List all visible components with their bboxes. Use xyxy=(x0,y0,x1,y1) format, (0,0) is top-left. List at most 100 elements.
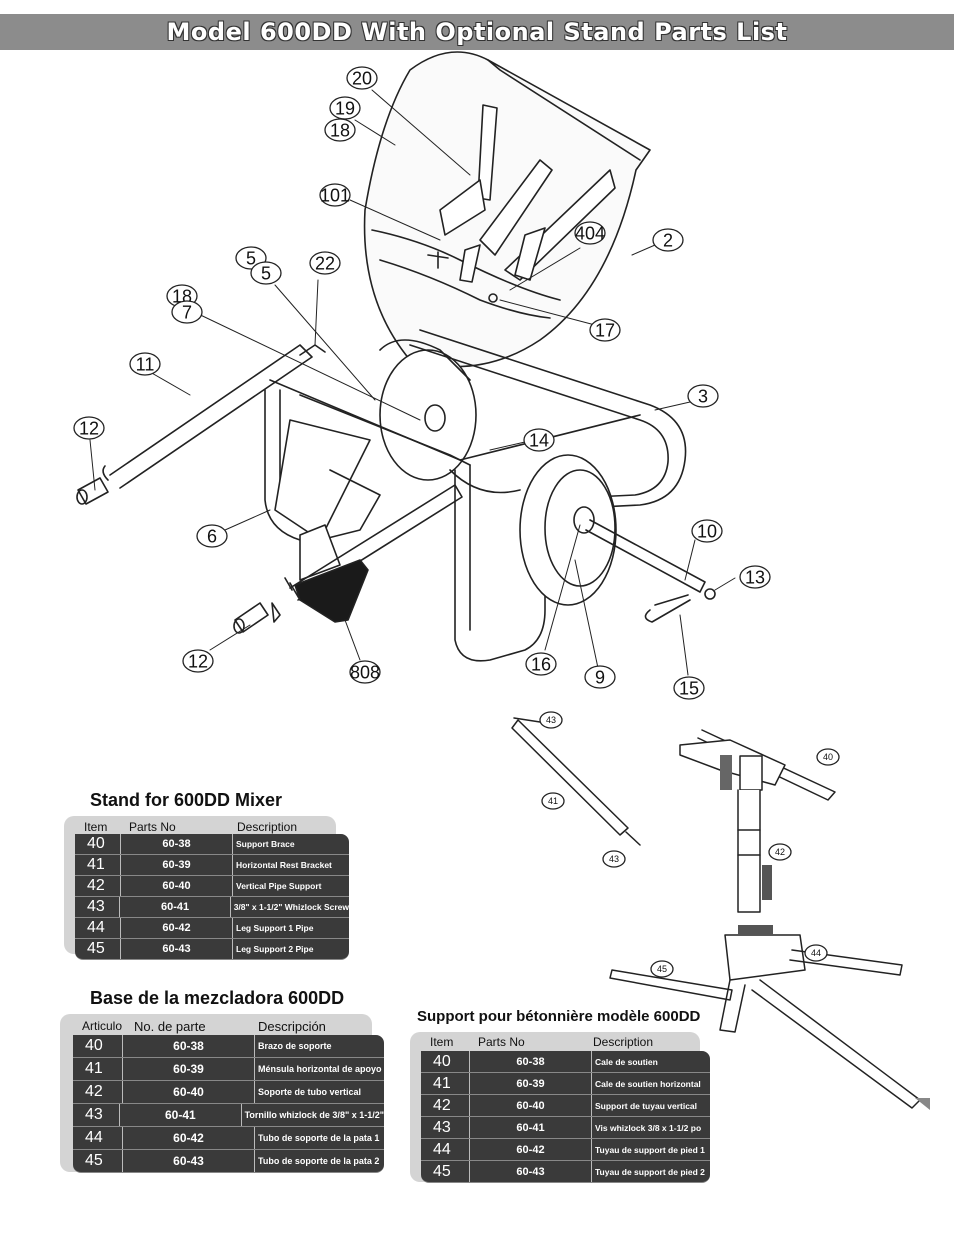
column-header: Description xyxy=(237,820,298,834)
callout-label: 18 xyxy=(324,118,356,142)
item-number: 43 xyxy=(433,1118,451,1136)
callout-number: 16 xyxy=(531,654,551,674)
item-number: 40 xyxy=(433,1052,451,1070)
callout-label: 44 xyxy=(804,944,828,962)
part-number: 60-41 xyxy=(119,1104,242,1126)
callout-number: 18 xyxy=(330,120,350,140)
callout-number: 11 xyxy=(136,354,155,374)
item-number: 44 xyxy=(433,1140,451,1158)
part-number: 60-41 xyxy=(119,897,231,917)
callout-number: 41 xyxy=(548,796,558,806)
callout-number: 12 xyxy=(188,651,208,671)
item-number: 45 xyxy=(85,1152,103,1169)
callout-label: 7 xyxy=(171,300,203,324)
callout-label: 12 xyxy=(182,649,214,673)
callout-label: 22 xyxy=(309,251,341,275)
callout-circle xyxy=(73,416,105,440)
callout-label: 43 xyxy=(602,850,626,868)
callout-number: 13 xyxy=(745,567,765,587)
callout-circle xyxy=(319,183,351,207)
callout-circle xyxy=(182,649,214,673)
callout-label: 14 xyxy=(523,428,555,452)
column-header: Description xyxy=(593,1035,654,1049)
callout-label: 43 xyxy=(539,711,563,729)
discharge-chute xyxy=(274,419,381,581)
callout-number: 12 xyxy=(79,418,99,438)
column-header: Item xyxy=(84,820,108,834)
table-heading: Support pour bétonnière modèle 600DD xyxy=(417,1008,701,1025)
callout-label: 16 xyxy=(525,652,557,676)
part-description: Support de tuyau vertical xyxy=(595,1100,698,1111)
column-header: Parts No xyxy=(478,1035,525,1049)
part-description: Support Brace xyxy=(236,839,295,849)
callout-label: 404 xyxy=(574,221,606,245)
callout-label: 40 xyxy=(816,748,840,766)
part-description: 3/8" x 1-1/2" Whizlock Screw xyxy=(233,902,349,912)
part-description: Cale de soutien xyxy=(595,1056,658,1067)
mixer-drum xyxy=(363,51,651,368)
part-description: Vis whizlock 3/8 x 1-1/2 po xyxy=(595,1122,702,1133)
part-number: 60-40 xyxy=(469,1095,592,1116)
callout-label: 2 xyxy=(652,228,684,252)
callout-number: 5 xyxy=(246,248,256,268)
item-number: 43 xyxy=(87,898,105,915)
callout-number: 9 xyxy=(595,667,605,687)
part-number: 60-38 xyxy=(122,1035,255,1057)
item-number: 45 xyxy=(433,1162,451,1180)
part-number: 60-43 xyxy=(469,1161,592,1182)
callout-circle xyxy=(541,792,565,810)
handle-tubes xyxy=(102,344,463,601)
callout-label: 19 xyxy=(329,96,361,120)
column-header: Articulo xyxy=(82,1019,123,1033)
callout-circle xyxy=(673,676,705,700)
stand-color-swatches xyxy=(720,755,930,1110)
callout-circle xyxy=(584,665,616,689)
callout-label: 101 xyxy=(319,183,351,207)
callout-circle xyxy=(739,565,771,589)
callout-circle xyxy=(691,519,723,543)
callout-circle xyxy=(171,300,203,324)
part-number: 60-42 xyxy=(122,1127,255,1149)
table-header: Articulo No. de parte Descripción xyxy=(82,1019,326,1034)
column-header: Parts No xyxy=(129,820,176,834)
part-description: Leg Support 2 Pipe xyxy=(236,944,314,954)
callout-circle xyxy=(574,221,606,245)
callout-label: 10 xyxy=(691,519,723,543)
part-number: 60-39 xyxy=(122,1058,255,1080)
part-number: 60-39 xyxy=(120,855,233,875)
part-number: 60-38 xyxy=(469,1051,592,1072)
item-number: 43 xyxy=(85,1106,103,1123)
part-description: Tornillo whizlock de 3/8" x 1-1/2" xyxy=(244,1110,384,1120)
callout-circle xyxy=(525,652,557,676)
callout-number: 40 xyxy=(823,752,833,762)
callout-number: 7 xyxy=(182,302,192,322)
callout-number: 45 xyxy=(657,964,667,974)
part-description: Leg Support 1 Pipe xyxy=(236,923,314,933)
callout-number: 43 xyxy=(546,715,556,725)
part-description: Brazo de soporte xyxy=(258,1041,332,1051)
callout-label: 3 xyxy=(687,384,719,408)
part-description: Tubo de soporte de la pata 2 xyxy=(258,1156,380,1166)
motor-pulley xyxy=(379,339,477,481)
callout-circle xyxy=(589,318,621,342)
page-title-bar: Model 600DD With Optional Stand Parts Li… xyxy=(0,14,954,50)
callout-number: 101 xyxy=(320,185,350,205)
callout-label: 6 xyxy=(196,524,228,548)
callout-circle xyxy=(539,711,563,729)
item-number: 41 xyxy=(87,856,105,873)
callout-number: 15 xyxy=(679,678,699,698)
item-number: 44 xyxy=(87,919,105,936)
callout-circle xyxy=(652,228,684,252)
axle xyxy=(585,519,716,600)
